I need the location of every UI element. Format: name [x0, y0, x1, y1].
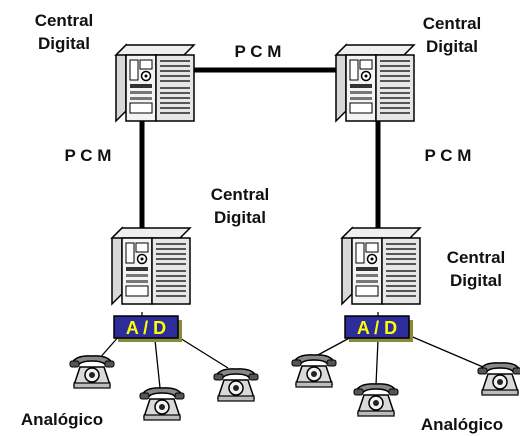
server-tower-icon [115, 44, 195, 122]
ad-converter-left: A / D [113, 315, 182, 342]
analog-label-left: Analógico [21, 410, 103, 429]
analog-telephone-icon [213, 368, 259, 402]
ad-label: A / D [126, 318, 166, 338]
server-tower-icon [111, 227, 191, 305]
svg-text:Central: Central [423, 14, 482, 33]
pcm-label-left: P C M [65, 146, 112, 165]
central-label-mid-right: Central Digital [447, 248, 506, 290]
central-label-top-left: Central Digital [35, 11, 94, 53]
analog-telephone-icon [69, 355, 115, 389]
pcm-label-right: P C M [425, 146, 472, 165]
central-label-top-right: Central Digital [423, 14, 482, 56]
ad-box [344, 315, 410, 339]
ad-box [113, 315, 179, 339]
ad-converter-right: A / D [344, 315, 413, 342]
svg-text:Digital: Digital [214, 208, 266, 227]
analog-telephone-icon [477, 362, 520, 396]
svg-text:Central: Central [211, 185, 270, 204]
server-tower-icon [341, 227, 421, 305]
ad-label: A / D [357, 318, 397, 338]
svg-text:Digital: Digital [426, 37, 478, 56]
analog-label-right: Analógico [421, 415, 503, 434]
analog-telephone-icon [291, 354, 337, 388]
svg-text:Central: Central [35, 11, 94, 30]
server-tower-icon [335, 44, 415, 122]
svg-text:Central: Central [447, 248, 506, 267]
analog-telephone-icon [139, 387, 185, 421]
analog-telephone-icon [353, 383, 399, 417]
svg-text:Digital: Digital [450, 271, 502, 290]
central-label-mid-left: Central Digital [211, 185, 270, 227]
pcm-label-top: P C M [235, 42, 282, 61]
svg-text:Digital: Digital [38, 34, 90, 53]
